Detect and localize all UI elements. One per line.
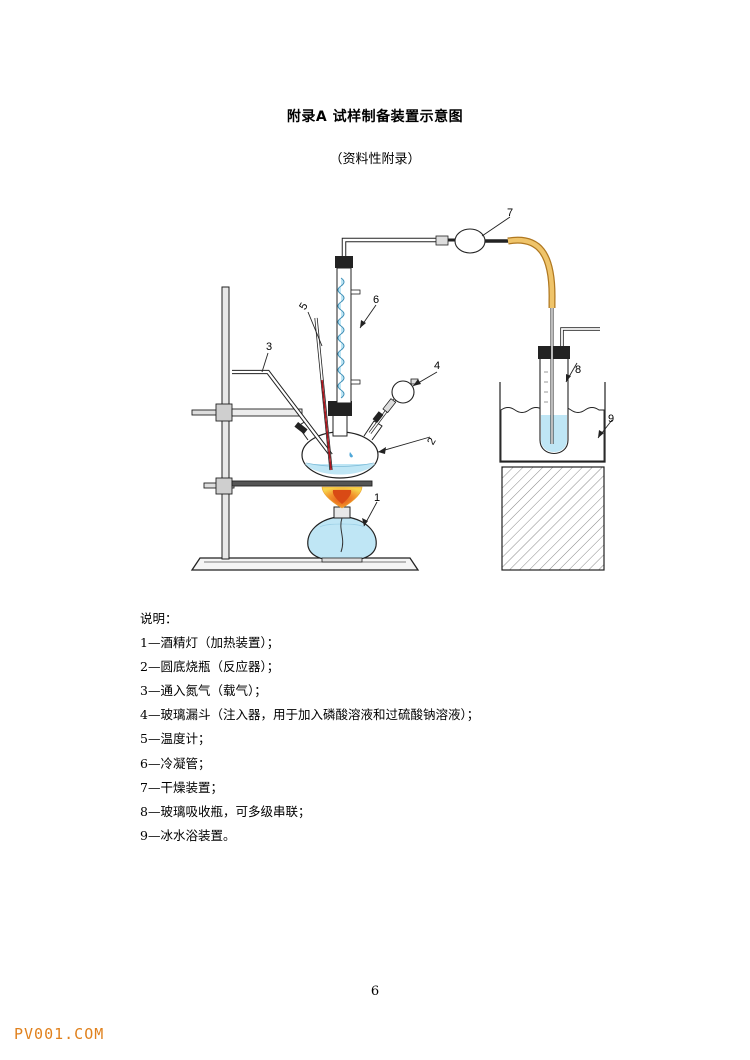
stand-base xyxy=(190,557,420,571)
dropping-funnel xyxy=(368,378,419,434)
stand-rod xyxy=(221,286,230,560)
drying-apparatus xyxy=(435,228,510,254)
apparatus-diagram: 1 2 3 4 5 6 7 8 9 xyxy=(190,207,614,571)
legend-item: 2—圆底烧瓶（反应器）； xyxy=(140,659,280,675)
upper-clamp xyxy=(191,403,303,422)
callout-6: 6 xyxy=(373,294,379,306)
legend-item: 5—温度计； xyxy=(140,731,211,747)
callout-5: 5 xyxy=(297,301,310,312)
lower-clamp xyxy=(203,477,373,495)
condenser xyxy=(335,237,440,404)
legend-heading: 说明： xyxy=(140,611,178,626)
page-number: 6 xyxy=(370,984,380,999)
callout-3: 3 xyxy=(266,341,272,353)
callout-1: 1 xyxy=(374,492,380,504)
legend-item: 4—玻璃漏斗（注入器，用于加入磷酸溶液和过硫酸钠溶液）； xyxy=(140,707,480,723)
legend-item: 6—冷凝管； xyxy=(140,755,211,771)
absorption-bottle xyxy=(538,308,600,455)
round-bottom-flask xyxy=(297,401,383,479)
nitrogen-inlet-tube xyxy=(232,369,333,457)
legend-item: 3—通入氮气（载气）； xyxy=(140,683,267,699)
legend-item: 7—干燥装置； xyxy=(140,779,223,795)
callout-4: 4 xyxy=(434,360,440,372)
support-block xyxy=(501,466,605,571)
legend: 说明： 1—酒精灯（加热装置）； 2—圆底烧瓶（反应器）； 3—通入氮气（载气）… xyxy=(140,607,660,848)
watermark: PV001.COM xyxy=(14,1025,105,1043)
legend-item: 9—冰水浴装置。 xyxy=(140,827,236,843)
flame xyxy=(321,486,363,509)
callout-arrowheads xyxy=(360,320,604,526)
rubber-tubing xyxy=(507,236,556,308)
callout-2: 2 xyxy=(425,436,438,447)
page-subtitle: （资料性附录） xyxy=(329,152,421,167)
alcohol-lamp xyxy=(307,506,377,563)
thermometer xyxy=(314,317,333,471)
callout-9: 9 xyxy=(608,413,614,425)
callout-8: 8 xyxy=(575,364,581,376)
page-title: 附录A 试样制备装置示意图 xyxy=(286,109,464,125)
callout-7: 7 xyxy=(507,207,513,219)
legend-item: 8—玻璃吸收瓶，可多级串联； xyxy=(140,803,311,819)
legend-item: 1—酒精灯（加热装置）； xyxy=(140,635,280,651)
